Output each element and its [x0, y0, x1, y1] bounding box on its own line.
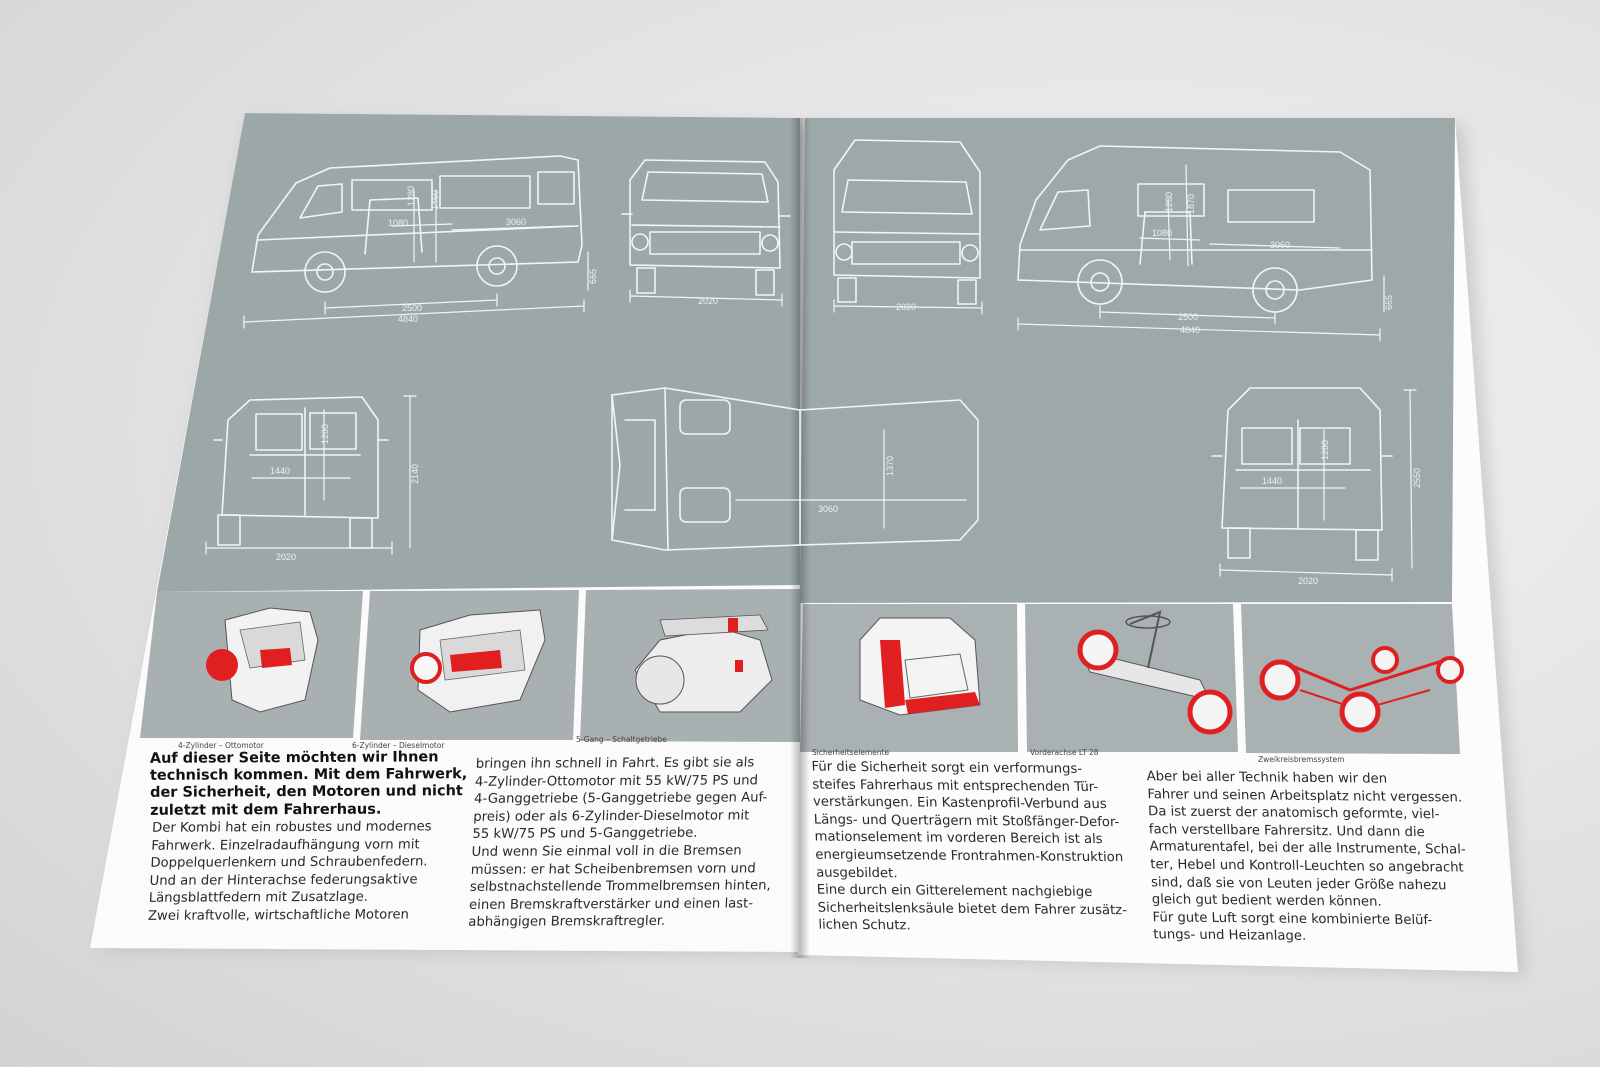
- dim-text: 1280: [1320, 440, 1330, 460]
- caption-dieselmotor: 6-Zylinder – Dieselmotor: [352, 741, 445, 750]
- dim-text: 2500: [402, 303, 422, 313]
- dim-text: 665: [588, 269, 598, 284]
- brake-system-illustration: [1259, 646, 1464, 733]
- dim-text: 1440: [270, 466, 290, 476]
- caption-schaltgetriebe: 5-Gang – Schaltgetriebe: [576, 735, 667, 744]
- dims-side-right: [1017, 164, 1385, 342]
- dim-text: 2020: [698, 296, 718, 306]
- dim-text: 3060: [506, 217, 526, 227]
- engine-ottomotor-illustration: [206, 607, 319, 713]
- caption-ottomotor: 4-Zylinder – Ottomotor: [178, 741, 264, 750]
- dim-text: 1370: [885, 456, 895, 476]
- dims-rear-right: [1219, 389, 1417, 582]
- dim-text: 4840: [1180, 325, 1200, 335]
- dim-text: 1280: [1164, 192, 1174, 212]
- dim-text: 1080: [1152, 228, 1172, 238]
- dimension-labels: 1280 1460 1080 3060 665 2500 4840 2020 2…: [270, 186, 1422, 586]
- dim-text: 3060: [818, 504, 838, 514]
- gearbox-illustration: [634, 614, 773, 713]
- body-column-3: Für die Sicherheit sorgt ein verformungs…: [811, 759, 1128, 934]
- dim-text: 1280: [406, 186, 416, 206]
- van-front-right: [833, 139, 981, 305]
- dims-top-view: [735, 429, 967, 529]
- caption-sicherheitselemente: Sicherheitselemente: [812, 748, 890, 757]
- caption-vorderachse: Vorderachse LT 28: [1030, 748, 1099, 757]
- cab-safety-illustration: [859, 617, 981, 716]
- photo-bremssystem: [1241, 604, 1460, 754]
- van-front-left: [621, 159, 791, 296]
- headline: Auf dieser Seite möchten wir Ihnen techn…: [149, 749, 468, 819]
- dims-side-left: [243, 189, 589, 329]
- body-column-2: bringen ihn schnell in Fahrt. Es gibt si…: [467, 755, 772, 931]
- dim-text: 3060: [1270, 240, 1290, 250]
- front-axle-illustration: [1077, 610, 1233, 735]
- dim-text: 1080: [388, 218, 408, 228]
- van-rear-left: [213, 396, 389, 549]
- dims-rear-left: [205, 395, 417, 555]
- body-column-4: Aber bei aller Technik haben wir den Fah…: [1146, 769, 1466, 945]
- dim-text: 1460: [430, 190, 440, 210]
- caption-bremssystem: Zweikreisbremssystem: [1258, 755, 1345, 764]
- van-rear-right: [1211, 387, 1393, 561]
- right-blueprint-area: [800, 118, 1455, 603]
- dim-text: 2550: [1412, 468, 1422, 488]
- dim-text: 1280: [320, 424, 330, 444]
- dims-front-left: [629, 289, 783, 307]
- dim-text: 4840: [398, 314, 418, 324]
- left-blueprint-area: [157, 113, 800, 592]
- dim-text: 1440: [1262, 476, 1282, 486]
- van-top-view: [611, 387, 979, 551]
- dim-text: 2020: [276, 552, 296, 562]
- dim-text: 2020: [1298, 576, 1318, 586]
- body-column-1: Der Kombi hat ein robustes und modernes …: [147, 819, 432, 924]
- dim-text: 2140: [410, 464, 420, 484]
- engine-dieselmotor-illustration: [410, 609, 546, 713]
- dims-front-right: [833, 299, 983, 315]
- dim-text: 2020: [896, 302, 916, 312]
- dim-text: 665: [1384, 295, 1394, 310]
- van-side-left: [251, 155, 583, 293]
- dim-text: 1870: [1186, 194, 1196, 214]
- dim-text: 2500: [1178, 312, 1198, 322]
